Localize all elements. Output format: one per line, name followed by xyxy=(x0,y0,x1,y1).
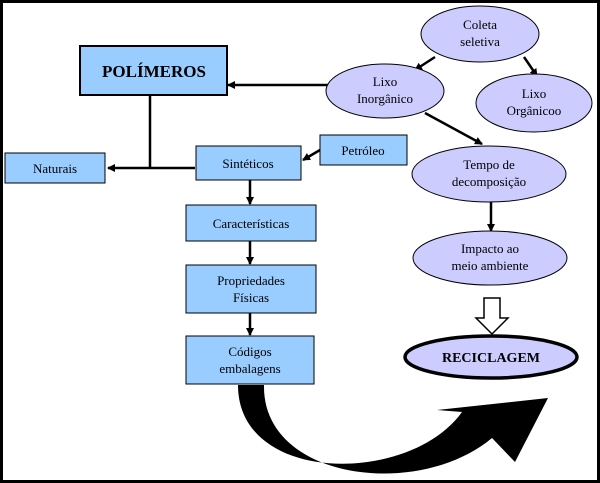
polimeros-box: POLÍMEROS xyxy=(79,45,228,96)
lixo-inorganico-label-line2: Inorgânico xyxy=(357,91,413,106)
tempo-label-line1: Tempo de xyxy=(463,157,515,172)
sinteticos-label: Sintéticos xyxy=(222,156,273,171)
lixo-organico-ellipse: Lixo Orgânicoo xyxy=(475,73,593,133)
petroleo-box: Petróleo xyxy=(319,134,408,166)
arrow-inorganico-to-tempo xyxy=(424,111,483,146)
reciclagem-ellipse: RECICLAGEM xyxy=(403,334,579,380)
lixo-inorganico-label-line1: Lixo xyxy=(373,74,398,89)
naturais-box: Naturais xyxy=(4,152,106,184)
caracteristicas-label: Características xyxy=(213,216,290,231)
coleta-ellipse: Coleta seletiva xyxy=(420,5,540,63)
curved-arrow-codigos-to-reciclagem xyxy=(238,385,548,474)
codigos-label-line1: Códigos xyxy=(228,344,271,359)
impacto-ellipse: Impacto ao meio ambiente xyxy=(412,230,568,286)
naturais-label: Naturais xyxy=(33,161,77,176)
arrow-coleta-to-inorganico xyxy=(414,55,436,72)
tempo-ellipse: Tempo de decomposição xyxy=(411,145,567,203)
reciclagem-label: RECICLAGEM xyxy=(442,351,540,366)
lixo-inorganico-ellipse: Lixo Inorgânico xyxy=(325,63,445,119)
propriedades-label-line1: Propriedades xyxy=(217,273,285,288)
arrow-coleta-to-organico xyxy=(522,56,539,77)
connectors xyxy=(107,55,539,336)
caracteristicas-box: Características xyxy=(185,204,317,242)
lixo-organico-label-line2: Orgânicoo xyxy=(507,103,562,118)
propriedades-box: Propriedades Físicas xyxy=(185,264,317,314)
sinteticos-box: Sintéticos xyxy=(195,145,302,181)
coleta-label-line1: Coleta xyxy=(463,17,497,32)
hollow-arrow-to-reciclagem xyxy=(474,297,510,336)
arrow-petroleo-to-sinteticos xyxy=(302,148,321,162)
impacto-label-line1: Impacto ao xyxy=(461,241,519,256)
tempo-label-line2: decomposição xyxy=(452,174,526,189)
codigos-label-line2: embalagens xyxy=(219,361,280,376)
coleta-label-line2: seletiva xyxy=(460,34,500,49)
petroleo-label: Petróleo xyxy=(341,143,384,158)
impacto-label-line2: meio ambiente xyxy=(452,258,529,273)
propriedades-label-line2: Físicas xyxy=(233,290,269,305)
lixo-organico-label-line1: Lixo xyxy=(522,86,547,101)
codigos-box: Códigos embalagens xyxy=(185,335,315,385)
polimeros-label: POLÍMEROS xyxy=(102,62,206,81)
